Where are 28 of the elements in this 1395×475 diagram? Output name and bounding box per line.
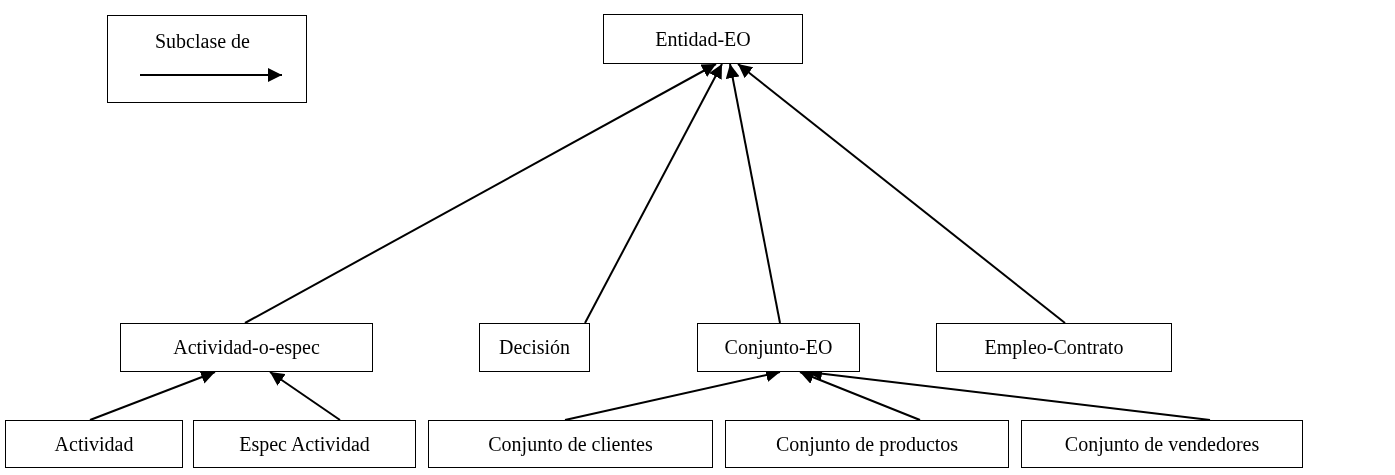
class-name: Conjunto de clientes (488, 432, 653, 456)
class-box (603, 14, 803, 64)
class-name: Entidad-EO (655, 27, 751, 51)
arrow (269, 371, 341, 421)
class-box (479, 323, 590, 372)
arrow (725, 63, 781, 324)
arrow (799, 370, 921, 421)
class-box (120, 323, 373, 372)
class-box (193, 420, 416, 468)
class-name: Actividad (54, 432, 134, 456)
arrow (584, 63, 723, 324)
class-name: Conjunto de vendedores (1064, 432, 1260, 456)
arrow (737, 63, 1066, 324)
class-box (697, 323, 860, 372)
class-name: Decisión (498, 336, 571, 359)
class-box (725, 420, 1009, 468)
class-box (5, 420, 183, 468)
legend-label: Subclase de (155, 30, 250, 53)
class-name: Empleo-Contrato (984, 336, 1124, 359)
class-name: Conjunto de productos (775, 432, 959, 456)
class-box (936, 323, 1172, 372)
arrow (89, 370, 216, 421)
class-name: Conjunto-EO (724, 336, 833, 359)
class-box (428, 420, 713, 468)
class-name: Actividad-o-espec (173, 336, 320, 359)
class-box (1021, 420, 1303, 468)
class-name: Espec Actividad (239, 432, 370, 456)
arrow (244, 63, 717, 324)
